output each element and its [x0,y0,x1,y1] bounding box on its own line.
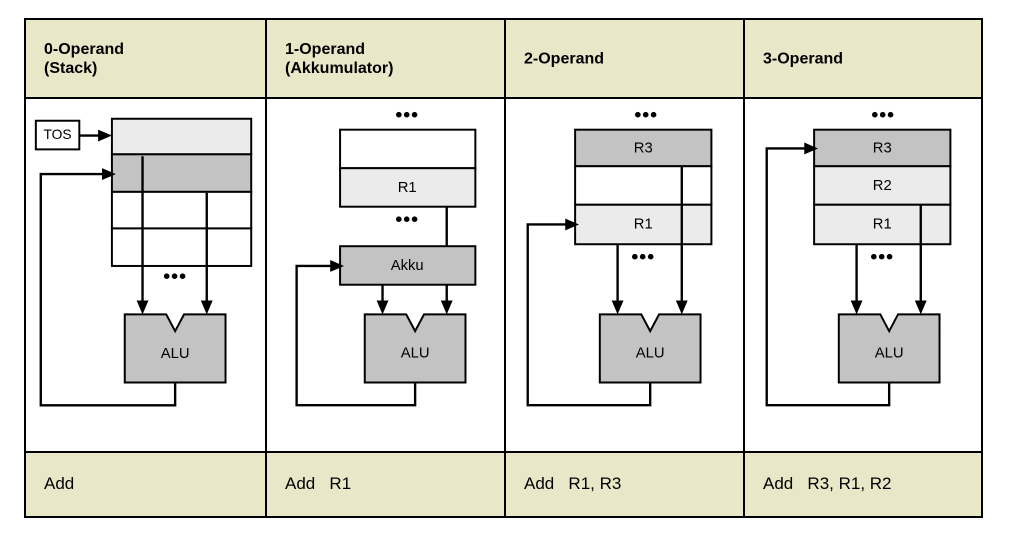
register-top-ellipsis: ••• [395,104,419,126]
table-header-row: 0-Operand (Stack) 1-Operand (Akkumulator… [26,20,981,100]
header-cell-0-operand: 0-Operand (Stack) [26,20,265,98]
register-cell-r1 [339,167,477,208]
accumulator-label: Akku [391,258,424,274]
register-cell-empty [574,165,713,206]
tos-pointer-label: TOS [43,126,71,142]
header-cell-3-operand: 3-Operand [743,20,981,98]
register-bottom-ellipsis: ••• [870,246,894,268]
register-operand-arrowhead [440,300,453,315]
alu-result-feedback-path [295,264,417,407]
register-bottom-ellipsis: ••• [631,246,655,268]
instruction-text-1-operand: Add R1 [285,474,352,494]
stack-operand-arrowhead-right [200,300,213,315]
three-operand-architecture-diagram: ••• R3 R2 R1 ••• ALU [765,104,952,407]
alu-result-arrowhead [565,218,580,231]
alu-shape [123,313,227,384]
alu-label: ALU [161,346,190,362]
alu-result-feedback-path [526,223,652,407]
register-label-r3: R3 [873,140,892,156]
table-footer-row: Add Add R1 Add R1, R3 Add R3, R1, R2 [26,450,981,516]
diagram-cell-2-operand: ••• R3 R1 ••• ALU [504,99,743,451]
stack-cell-second [110,153,253,193]
operand-arrowhead-r2 [914,300,927,315]
two-operand-architecture-diagram: ••• R3 R1 ••• ALU [526,104,713,407]
register-label-r1: R1 [398,180,417,196]
alu-shape [837,313,941,384]
header-title-2-operand: 2-Operand [524,50,605,68]
alu-result-arrowhead [330,260,345,272]
register-label-r2: R2 [873,178,892,194]
header-cell-1-operand: 1-Operand (Akkumulator) [265,20,504,98]
diagram-cell-1-operand: ••• R1 ••• Akku ALU [265,99,504,451]
alu-result-feedback-path [39,172,177,407]
header-title-1-operand: 1-Operand (Akkumulator) [285,40,394,77]
header-title-0-operand: 0-Operand (Stack) [44,40,125,77]
header-title-3-operand: 3-Operand [763,50,844,68]
diagram-cell-3-operand: ••• R3 R2 R1 ••• ALU [743,99,981,451]
stack-architecture-diagram: ••• ALU TOS [34,117,253,407]
instruction-cell-1-operand: Add R1 [265,452,504,516]
alu-result-arrowhead [102,168,116,181]
stack-cell-top [110,117,253,156]
tos-pointer-arrowhead [98,129,112,142]
alu-label: ALU [875,346,904,362]
operand-arrowhead-r1 [850,300,863,315]
register-cell-empty [339,128,477,170]
register-cell-r2 [813,165,952,206]
table-body-row: ••• ALU TOS ••• R [26,99,981,451]
register-bottom-ellipsis: ••• [395,209,419,231]
instruction-text-0-operand: Add [44,474,75,494]
register-label-r1: R1 [634,216,653,232]
alu-result-feedback-path [765,147,891,407]
header-cell-2-operand: 2-Operand [504,20,743,98]
alu-label: ALU [401,346,430,362]
operand-comparison-table: 0-Operand (Stack) 1-Operand (Akkumulator… [24,18,983,518]
instruction-cell-2-operand: Add R1, R3 [504,452,743,516]
accumulator-architecture-diagram: ••• R1 ••• Akku ALU [295,104,477,407]
accumulator-box [339,245,477,286]
instruction-text-3-operand: Add R3, R1, R2 [763,474,892,494]
register-top-ellipsis: ••• [634,104,658,126]
stack-ellipsis: ••• [163,266,187,288]
register-label-r1: R1 [873,216,892,232]
alu-result-arrowhead [804,142,819,155]
stack-cell-third [110,190,253,230]
instruction-cell-3-operand: Add R3, R1, R2 [743,452,981,516]
alu-label: ALU [636,346,665,362]
operand-arrowhead-r3 [675,300,688,315]
register-label-r3: R3 [634,140,653,156]
stack-operand-arrowhead-left [136,300,149,315]
alu-shape [598,313,702,384]
instruction-text-2-operand: Add R1, R3 [524,474,622,494]
register-cell-r3 [574,128,713,168]
register-top-ellipsis: ••• [871,104,895,126]
accumulator-operand-arrowhead [376,300,389,315]
register-cell-r1 [813,203,952,246]
alu-shape [363,313,467,384]
diagram-cell-0-operand: ••• ALU TOS [26,99,265,451]
instruction-cell-0-operand: Add [26,452,265,516]
stack-cell-fourth [110,227,253,268]
operand-arrowhead-r1 [611,300,624,315]
